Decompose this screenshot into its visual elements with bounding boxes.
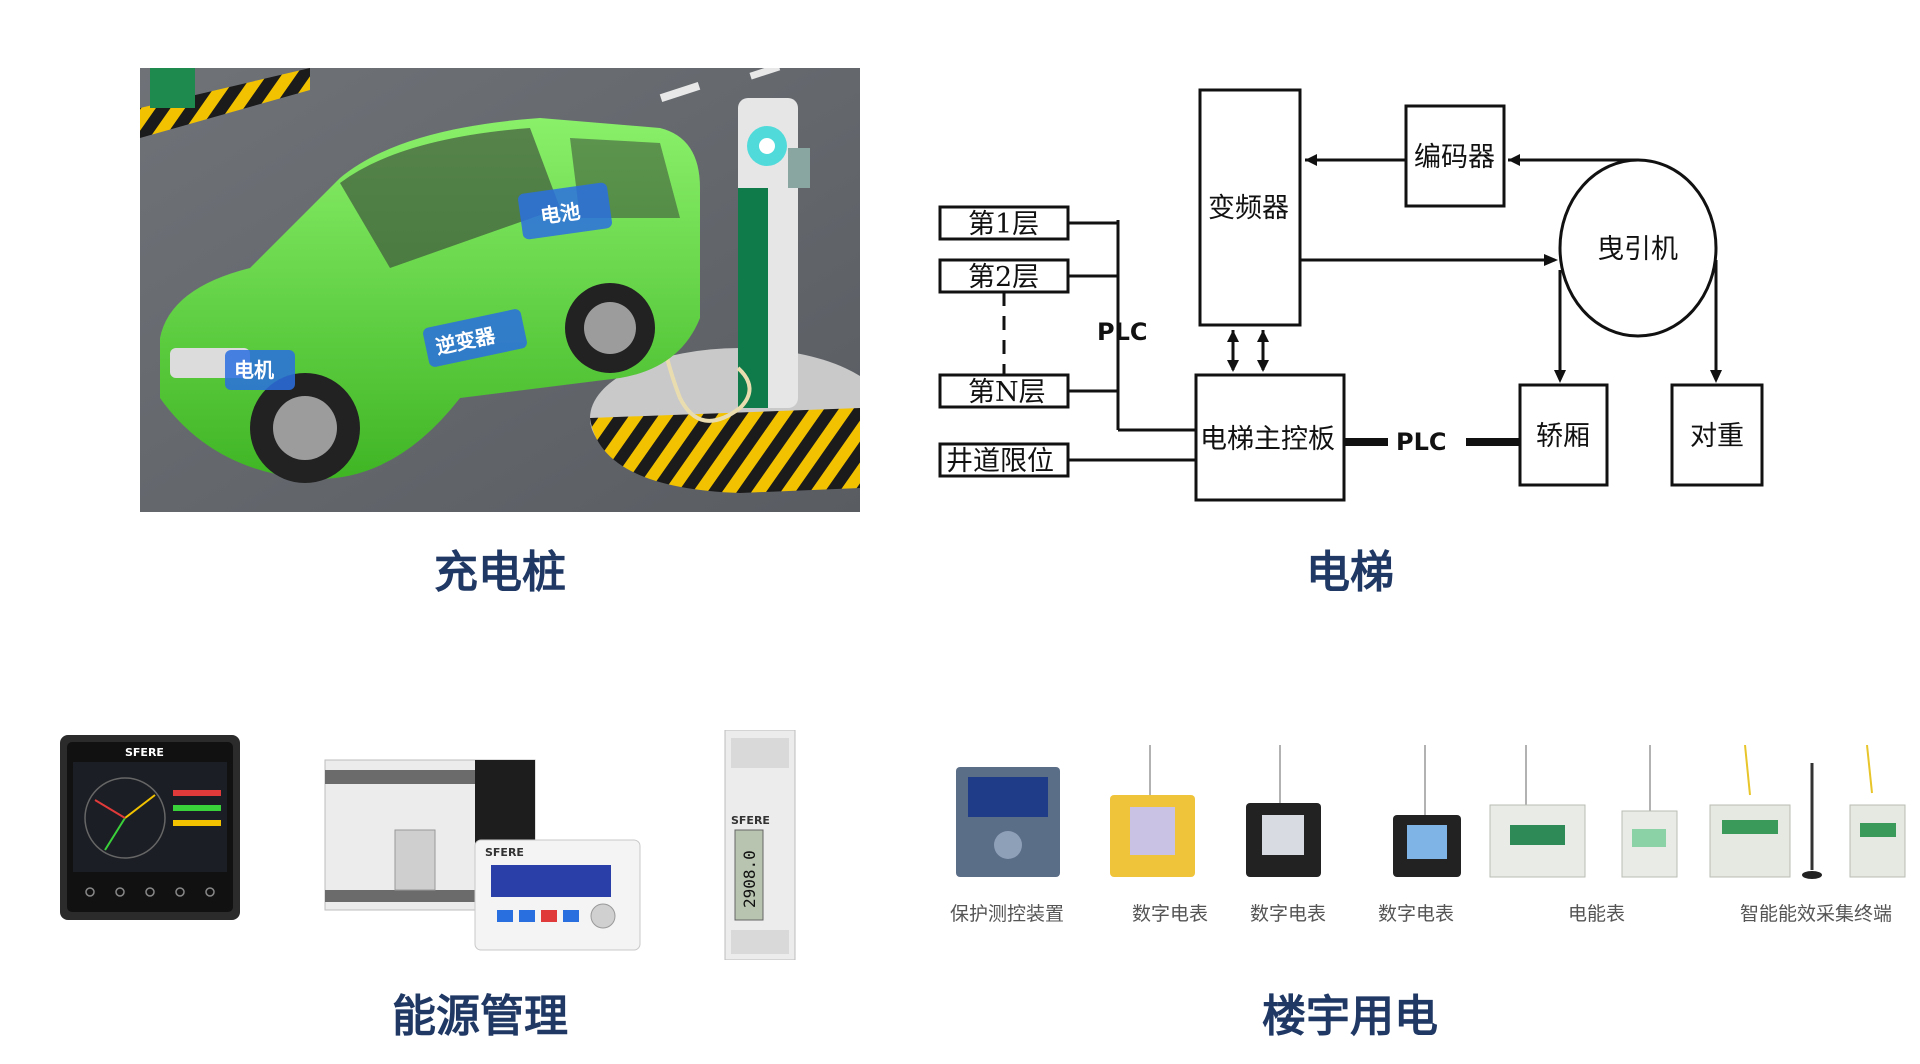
device-label-protection: 保护测控装置 [950,903,1065,925]
car-label-battery: 电池 [539,199,582,228]
car-label-motor: 电机 [234,358,274,382]
encoder-label: 编码器 [1414,142,1495,173]
charging-station-image: 电池 电机 逆变器 [140,63,890,512]
device-label-digital-meter-2: 数字电表 [1250,903,1327,925]
caption-charging-station: 充电桩 [434,547,566,598]
shaft-limit-label: 井道限位 [946,446,1054,477]
building-devices-illustration [956,744,1906,879]
device-brand-2: SFERE [485,846,524,859]
floor-2-label: 第2层 [968,262,1039,293]
device-brand-1: SFERE [125,746,164,759]
counterweight-label: 对重 [1690,421,1744,452]
traction-machine-label: 曳引机 [1597,234,1678,265]
plc-label-link: PLC [1396,428,1447,456]
ev-charging-illustration: 电池 电机 逆变器 [140,63,890,512]
building-devices-image: 保护测控装置 数字电表 数字电表 数字电表 电能表 智能能效采集终端 [950,744,1920,930]
meter-reading: 2908.0 [740,850,759,908]
energy-devices-illustration: SFERE SFERE SFERE 2908.0 [60,729,796,961]
elevator-block-diagram: 第1层 第2层 第N层 井道限位 PLC 变频器 编码器 曳引机 电梯主控板 P… [938,88,1764,502]
floor-n-label: 第N层 [968,377,1046,408]
device-label-energy-meter: 电能表 [1568,903,1626,925]
device-brand-3: SFERE [731,814,770,827]
car-label: 轿厢 [1536,421,1590,452]
caption-energy-management: 能源管理 [392,991,568,1042]
caption-building-electricity: 楼宇用电 [1262,991,1438,1042]
device-label-digital-meter-1: 数字电表 [1132,903,1209,925]
caption-elevator: 电梯 [1306,547,1394,598]
main-board-label: 电梯主控板 [1200,424,1335,455]
inverter-label: 变频器 [1208,193,1289,224]
device-label-acquisition-terminal: 智能能效采集终端 [1740,903,1893,925]
elevator-diagram: 第1层 第2层 第N层 井道限位 PLC 变频器 编码器 曳引机 电梯主控板 P… [930,80,1780,510]
device-label-digital-meter-3: 数字电表 [1378,903,1455,925]
plc-label-left: PLC [1097,318,1148,346]
floor-1-label: 第1层 [968,209,1039,240]
energy-devices-image: SFERE SFERE SFERE 2908.0 [55,729,855,961]
